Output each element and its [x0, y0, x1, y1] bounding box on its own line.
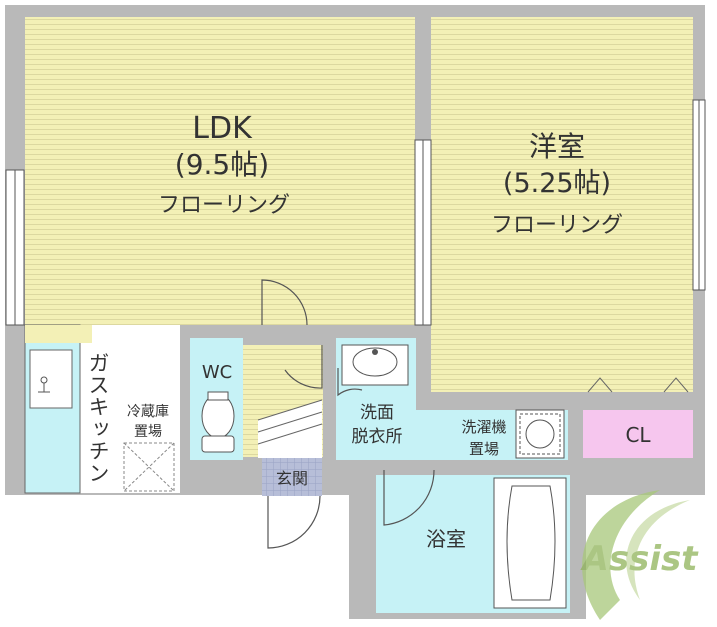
sink-basin: [29, 349, 73, 409]
toilet-bowl: [201, 393, 235, 439]
ldk-name: LDK: [192, 111, 253, 146]
bath-label: 浴室: [426, 527, 466, 551]
closet-floor: [583, 410, 693, 458]
bedroom-size: (5.25帖): [503, 168, 611, 199]
ldk-floor: [25, 17, 415, 325]
bedroom-floor: [431, 17, 693, 392]
washer-space: [515, 409, 565, 459]
washroom-label-2: 脱衣所: [352, 427, 403, 447]
ldk-label: LDK (9.5帖) フローリング: [158, 111, 290, 218]
washer-label-1: 洗濯機: [461, 418, 506, 436]
entrance-label: 玄関: [276, 469, 308, 488]
wc-label: WC: [202, 362, 232, 383]
fridge-label-1: 冷蔵庫: [127, 403, 169, 420]
fridge-label-2: 置場: [134, 424, 162, 440]
entrance-floor: [262, 458, 322, 496]
ldk-size: (9.5帖): [175, 148, 269, 181]
assist-logo: Assist: [580, 490, 700, 620]
kitchen-label: ガスキッチン: [86, 352, 110, 484]
windows: [5, 99, 706, 326]
bedroom-label: 洋室 (5.25帖) フローリング: [491, 130, 623, 238]
doors: [261, 279, 435, 549]
bedroom-floor-type: フローリング: [491, 213, 623, 238]
washer-label-2: 置場: [469, 440, 499, 458]
logo-text: Assist: [580, 539, 700, 579]
washroom-label-1: 洗面: [360, 403, 394, 423]
ldk-floor-type: フローリング: [158, 193, 290, 218]
closet-label: CL: [625, 423, 651, 447]
bedroom-name: 洋室: [529, 130, 585, 163]
